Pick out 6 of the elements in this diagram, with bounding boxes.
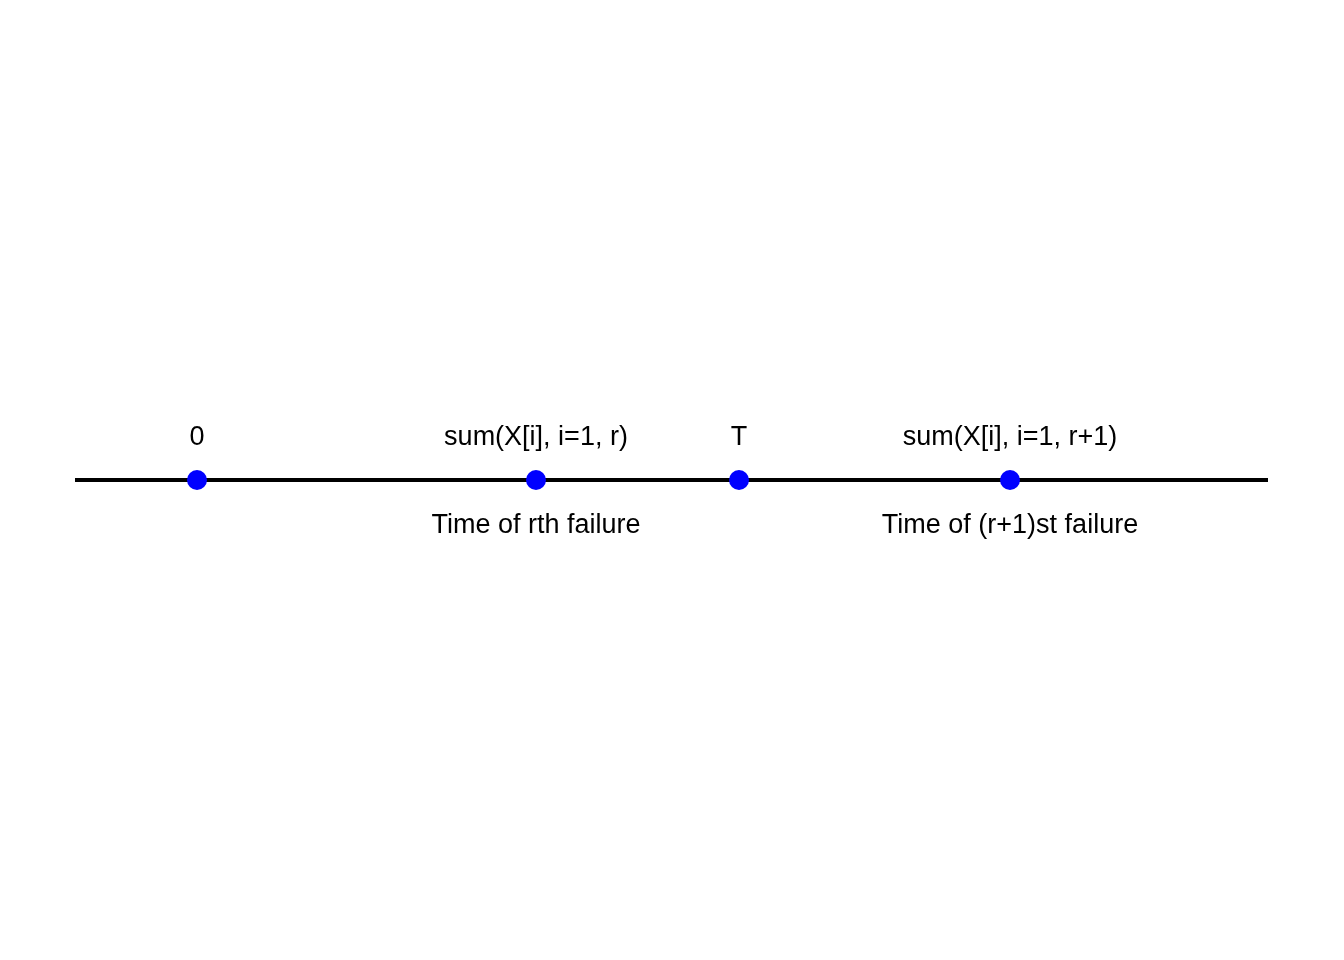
point-description: Time of (r+1)st failure bbox=[881, 508, 1139, 540]
point-description: Time of rth failure bbox=[431, 508, 641, 540]
point-value-label: sum(X[i], i=1, r+1) bbox=[902, 420, 1118, 452]
point-value-label: sum(X[i], i=1, r) bbox=[444, 420, 628, 452]
point-value-label: T bbox=[730, 420, 748, 452]
point-value-label: 0 bbox=[189, 420, 205, 452]
